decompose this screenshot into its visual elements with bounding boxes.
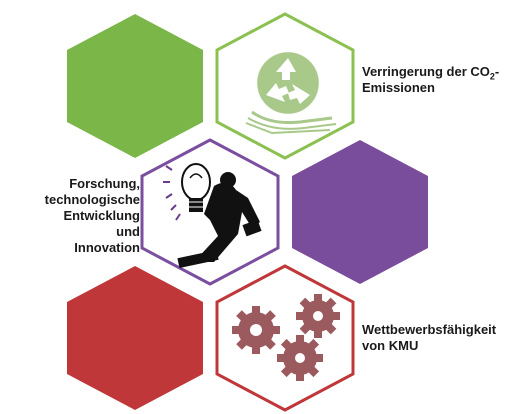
label-competitiveness-line1: Wettbewerbsfähigkeit xyxy=(362,322,497,337)
label-co2-line2: Emissionen xyxy=(362,80,435,95)
label-competitiveness-line2: von KMU xyxy=(362,338,419,353)
hex-green-filled xyxy=(67,14,203,158)
label-research: Forschung, technologische Entwicklung un… xyxy=(40,176,140,256)
label-research-line1: Forschung, xyxy=(69,176,140,191)
label-co2-subscript: 2 xyxy=(489,71,495,82)
label-research-line4: Innovation xyxy=(74,240,140,255)
label-co2-reduction: Verringerung der CO2- Emissionen xyxy=(362,64,528,96)
label-competitiveness: Wettbewerbsfähigkeit von KMU xyxy=(362,322,528,354)
recycle-icon xyxy=(245,51,337,135)
label-co2-hyphen: - xyxy=(494,64,500,79)
hex-red-filled xyxy=(67,266,203,410)
lightbulb-man-icon xyxy=(163,163,262,269)
hex-purple-filled xyxy=(292,140,428,284)
label-research-line2: technologische xyxy=(44,192,140,207)
gears-icon xyxy=(232,294,340,381)
hex-red-outline xyxy=(215,264,355,412)
label-co2-text: Verringerung der CO xyxy=(362,64,490,79)
label-research-line3: Entwicklung und xyxy=(63,208,140,239)
